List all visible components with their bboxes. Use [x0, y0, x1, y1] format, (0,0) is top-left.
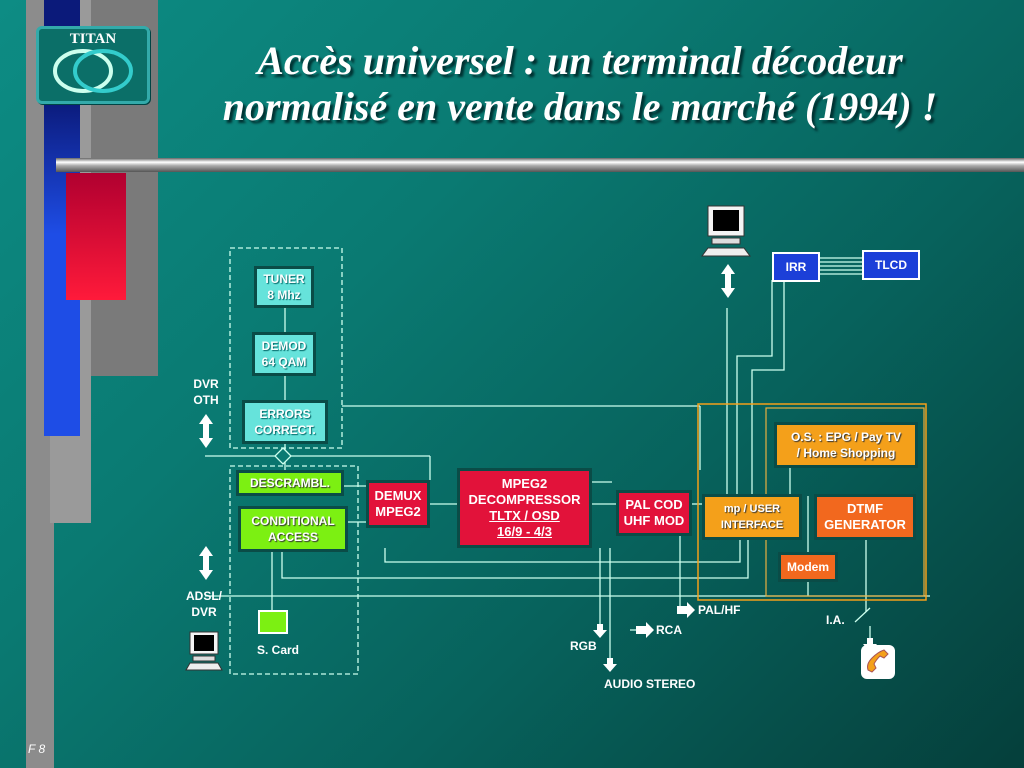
os-line-2: / Home Shopping [796, 446, 896, 460]
mpeg2-line-3: TLTX / OSD [489, 508, 560, 523]
modem-label: Modem [787, 560, 829, 574]
rgb-label: RGB [570, 639, 597, 653]
page-title: Accès universel : un terminal décodeur n… [150, 38, 1010, 130]
tuner-line-1: TUNER [263, 272, 305, 286]
title-rule [56, 158, 1024, 172]
demux-line-1: DEMUX [374, 488, 422, 503]
palhf-label: PAL/HF [698, 603, 741, 617]
palcod-line-2: UHF MOD [623, 513, 685, 528]
demux-block: DEMUX MPEG2 [366, 480, 430, 528]
mp-line-2: INTERFACE [720, 519, 784, 531]
phone-icon [860, 644, 896, 680]
rings-icon [53, 49, 133, 93]
computer-icon-small [184, 630, 224, 672]
tlcd-block: TLCD [862, 250, 920, 280]
demod-line-1: DEMOD [261, 339, 307, 353]
dvr-oth-label: DVR OTH [182, 376, 230, 408]
tuner-block: TUNER 8 Mhz [254, 266, 314, 308]
adsl-dvr-label: ADSL/ DVR [178, 588, 230, 620]
mpeg2-line-1: MPEG2 [501, 476, 548, 491]
smart-card-icon [258, 610, 288, 634]
os-line-1: O.S. : EPG / Pay TV [790, 430, 902, 444]
pal-cod-block: PAL COD UHF MOD [616, 490, 692, 536]
os-epg-block: O.S. : EPG / Pay TV / Home Shopping [774, 422, 918, 468]
rca-label: RCA [656, 623, 682, 637]
page-number: F 8 [28, 742, 46, 756]
dtmf-generator-block: DTMF GENERATOR [814, 494, 916, 540]
ia-label: I.A. [826, 613, 845, 627]
decor-bar-red [66, 173, 126, 300]
modem-block: Modem [778, 552, 838, 582]
scard-label: S. Card [256, 643, 299, 657]
mpeg2-decompressor-block: MPEG2 DECOMPRESSOR TLTX / OSD 16/9 - 4/3 [457, 468, 592, 548]
demod-line-2: 64 QAM [261, 355, 307, 369]
errors-line-1: ERRORS [259, 407, 311, 421]
palcod-line-1: PAL COD [625, 497, 683, 512]
titan-logo: TITAN [36, 26, 150, 104]
conditional-access-block: CONDITIONAL ACCESS [238, 506, 348, 552]
descrambl-block: DESCRAMBL. [236, 470, 344, 496]
conditional-line-2: ACCESS [267, 530, 318, 544]
descrambl-label: DESCRAMBL. [250, 476, 330, 490]
irr-label: IRR [785, 260, 807, 274]
dvr-oth-line-2: OTH [193, 393, 219, 407]
errors-line-2: CORRECT. [254, 423, 316, 437]
mp-line-1: mp / USER [723, 503, 781, 515]
dtmf-line-2: GENERATOR [824, 517, 906, 532]
logo-text: TITAN [69, 31, 117, 47]
irr-block: IRR [772, 252, 820, 282]
dvr-oth-line-1: DVR [193, 377, 219, 391]
mpeg2-line-2: DECOMPRESSOR [468, 492, 581, 507]
conditional-line-1: CONDITIONAL [251, 514, 335, 528]
tlcd-label: TLCD [875, 258, 907, 272]
title-line-1: Accès universel : un terminal décodeur [257, 38, 903, 83]
computer-icon [700, 204, 752, 260]
tuner-line-2: 8 Mhz [267, 288, 301, 302]
demod-block: DEMOD 64 QAM [252, 332, 316, 376]
adsl-dvr-line-2: DVR [191, 605, 217, 619]
title-line-2: normalisé en vente dans le marché (1994)… [222, 84, 938, 129]
mp-user-interface-block: mp / USER INTERFACE [702, 494, 802, 540]
adsl-dvr-line-1: ADSL/ [186, 589, 222, 603]
mpeg2-line-4: 16/9 - 4/3 [497, 524, 552, 539]
audio-stereo-label: AUDIO STEREO [604, 677, 696, 691]
demux-line-2: MPEG2 [375, 504, 421, 519]
dtmf-line-1: DTMF [846, 501, 884, 516]
errors-block: ERRORS CORRECT. [242, 400, 328, 444]
